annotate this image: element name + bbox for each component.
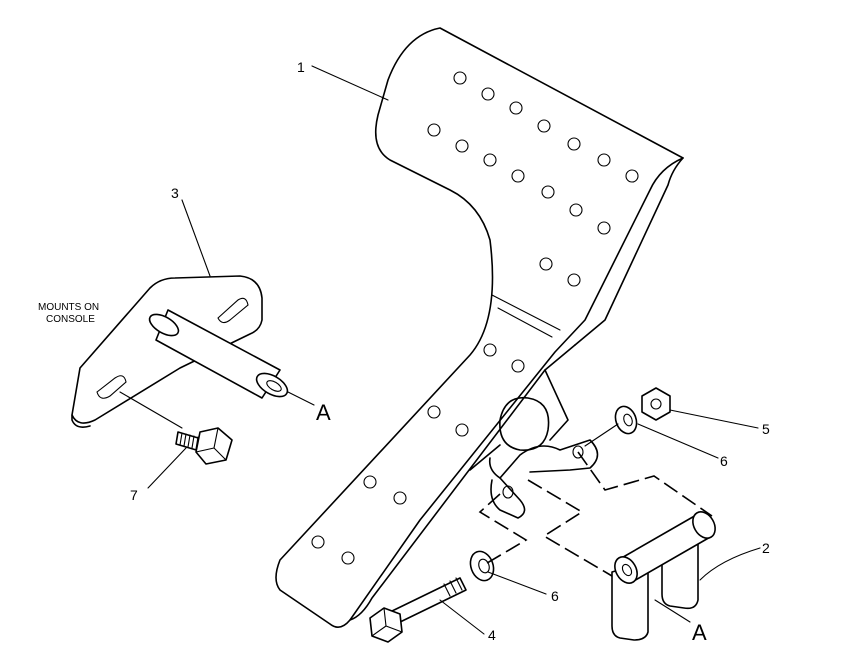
pedal-pivot-hub [469, 369, 599, 519]
reference-letter-a-pivot: A [692, 620, 707, 645]
callout-7: 7 [130, 487, 138, 503]
console-bracket-part-3 [71, 275, 289, 429]
bracket-pivot-pin [148, 309, 289, 399]
leader-lines [147, 65, 761, 635]
hex-nut-part-5 [641, 387, 671, 421]
callout-6-upper: 6 [720, 453, 728, 469]
callout-5: 5 [762, 421, 770, 437]
washer-part-6-upper [614, 405, 638, 435]
washer-part-6-lower [469, 550, 495, 582]
assembly-centerlines [478, 423, 713, 577]
traction-holes [311, 71, 639, 565]
callout-1: 1 [297, 59, 305, 75]
pedal-part-1 [275, 27, 684, 628]
long-bolt-part-4 [369, 577, 467, 643]
callout-4: 4 [488, 627, 496, 643]
callout-6-lower: 6 [551, 588, 559, 604]
callout-3: 3 [171, 185, 179, 201]
note-line-2: CONSOLE [46, 314, 95, 325]
pin-assembly-part-2 [611, 511, 716, 641]
callout-2: 2 [762, 540, 770, 556]
note-line-1: MOUNTS ON [38, 302, 99, 313]
hex-bolt-part-7 [175, 427, 233, 465]
reference-letter-a-bracket: A [316, 400, 331, 425]
